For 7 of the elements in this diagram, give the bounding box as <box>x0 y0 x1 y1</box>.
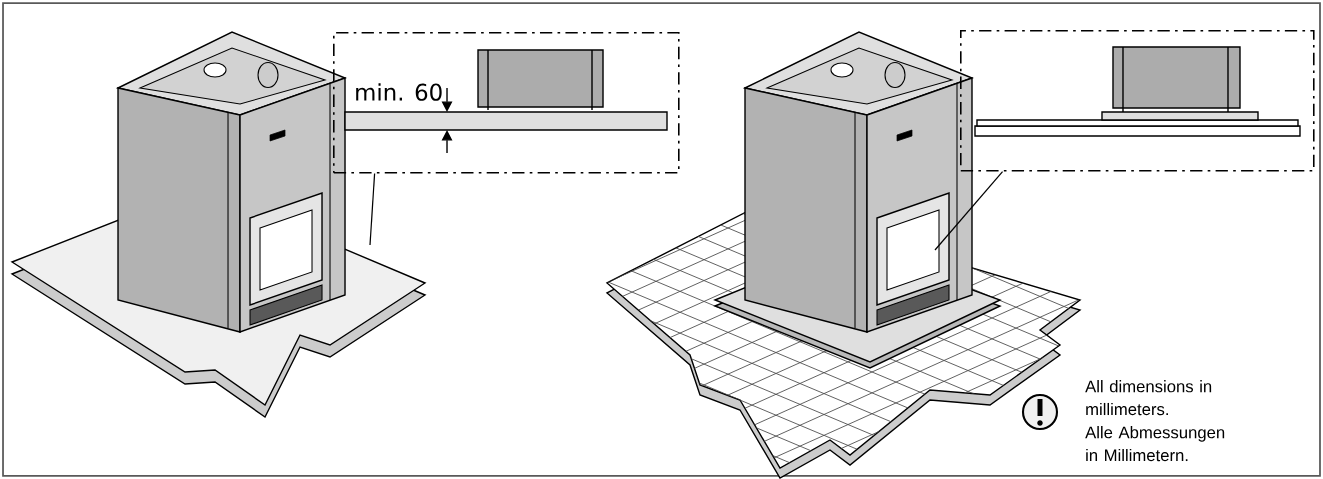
detail-box <box>960 30 1315 172</box>
leader-line <box>369 172 376 246</box>
note-text: Alle Abmessungen in Millimetern. <box>1085 426 1225 462</box>
detail-box <box>333 32 680 174</box>
note-text: min. 60 <box>356 83 442 101</box>
leader-line <box>934 170 1004 251</box>
note-text: All dimensions in millimeters. <box>1085 380 1212 416</box>
